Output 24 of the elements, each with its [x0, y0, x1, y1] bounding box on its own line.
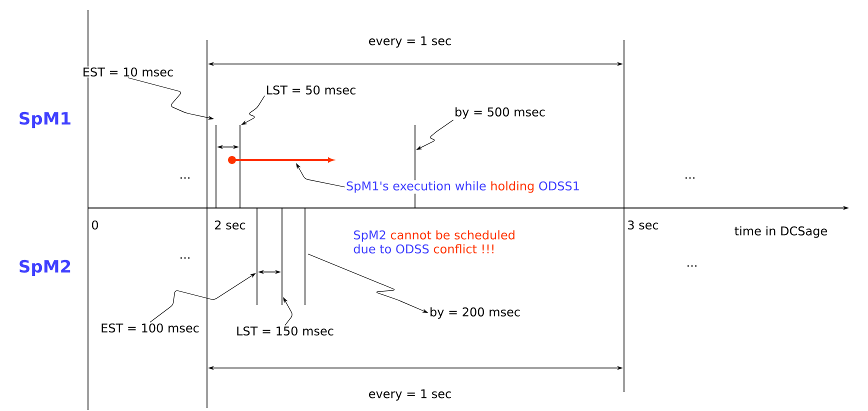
tick-label: 0 — [92, 220, 98, 230]
annotation-text: EST = 10 msec — [81, 66, 175, 78]
row-label: SpM2 — [20, 260, 70, 276]
ellipsis: ... — [686, 177, 694, 179]
tick-label: 2 sec — [215, 220, 246, 230]
annotation-text: LST = 50 msec — [264, 84, 358, 96]
note-text: SpM2 cannot be scheduled due to ODSS conflict !!! — [354, 230, 514, 254]
annotation-text: LST = 150 msec — [235, 325, 335, 337]
label: cannot be scheduled — [390, 230, 514, 240]
dimension-label: every = 1 sec — [369, 389, 451, 401]
ellipsis: ... — [180, 177, 190, 179]
annotation-text: EST = 100 msec — [100, 322, 200, 334]
label: conflict !!! — [434, 244, 494, 254]
annotation-text: SpM1's execution while holding ODSS1 — [345, 180, 581, 194]
tick-label: 3 sec — [628, 220, 658, 230]
row-label: SpM1 — [20, 112, 70, 128]
annotation-text: by = 500 msec — [453, 106, 547, 120]
label: due to ODSS — [354, 244, 429, 254]
label: SpM2 — [354, 230, 386, 242]
dimension-label: every = 1 sec — [369, 36, 451, 48]
axis-label: time in DCSage — [734, 226, 827, 238]
ellipsis: ... — [688, 265, 696, 267]
annotation-text: by = 200 msec — [428, 306, 522, 320]
ellipsis: ... — [180, 257, 190, 259]
